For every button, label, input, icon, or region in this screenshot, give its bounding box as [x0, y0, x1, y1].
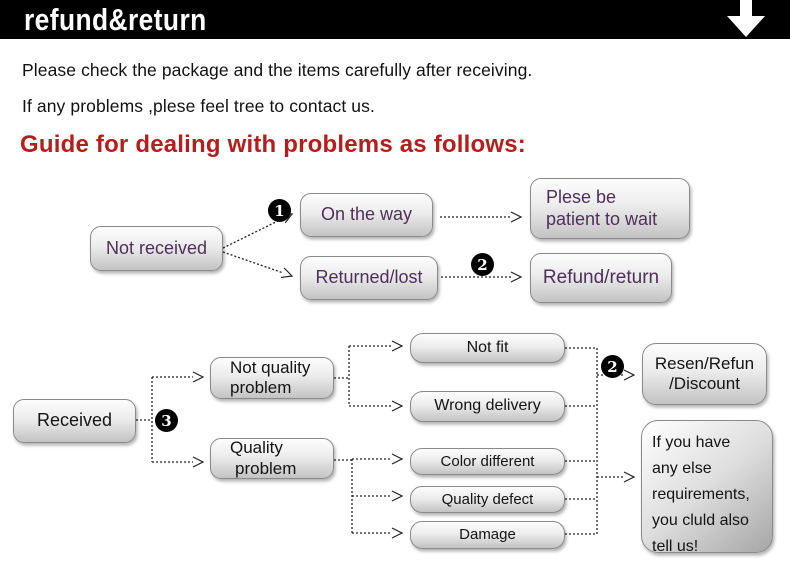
node-label-line1: Resen/Refun: [654, 353, 755, 373]
node-label: Not fit: [466, 338, 509, 356]
node-label: Returned/lost: [315, 267, 423, 288]
node-wrong-delivery: Wrong delivery: [410, 391, 565, 422]
node-label: On the way: [320, 204, 413, 225]
node-please-be-patient: Plese be patient to wait: [530, 178, 690, 239]
node-refund-return: Refund/return: [530, 253, 672, 303]
badge-2: 2: [471, 253, 494, 276]
node-label-line2: problem: [230, 378, 292, 397]
intro-line-2: If any problems ,plese feel tree to cont…: [22, 96, 375, 116]
node-label-line1: Not quality: [230, 357, 311, 377]
node-not-quality-problem: Not quality problem: [210, 357, 334, 399]
banner: refund&return: [0, 0, 790, 39]
node-quality-problem: Quality problem: [210, 438, 334, 479]
node-label: Refund/return: [542, 266, 660, 288]
node-quality-defect: Quality defect: [410, 486, 565, 513]
badge-2b: 2: [601, 355, 624, 378]
badge-3: 3: [155, 409, 178, 432]
guide-heading: Guide for dealing with problems as follo…: [20, 131, 526, 158]
node-label: Not received: [105, 237, 208, 258]
note-line1: If you have: [652, 434, 731, 451]
node-resend-refund-discount: Resen/Refun /Discount: [642, 343, 767, 405]
node-received: Received: [13, 399, 136, 443]
connector-lines: [136, 211, 636, 539]
node-note-any-else-requirements: If you have any else requirements, you c…: [641, 420, 773, 555]
node-not-received: Not received: [90, 226, 223, 271]
node-on-the-way: On the way: [300, 193, 433, 237]
node-damage: Damage: [410, 521, 565, 549]
node-not-fit: Not fit: [410, 333, 565, 363]
node-label: Wrong delivery: [434, 397, 541, 415]
intro-line-1: Please check the package and the items c…: [22, 60, 533, 80]
node-label-line1: Quality: [230, 438, 283, 458]
node-label: Damage: [459, 526, 516, 544]
note-line2: any else: [652, 460, 712, 477]
node-returned-lost: Returned/lost: [300, 256, 438, 300]
badge-1: 1: [268, 199, 291, 222]
note-line4: you cluld also: [652, 512, 749, 529]
note-line5: tell us!: [652, 538, 699, 555]
banner-title: refund&return: [24, 2, 207, 37]
node-color-different: Color different: [410, 448, 565, 475]
node-label-line2: /Discount: [669, 374, 740, 393]
note-line3: requirements,: [652, 486, 750, 503]
node-label-line2: problem: [235, 458, 297, 478]
down-arrow-icon: [727, 0, 765, 37]
node-label: Color different: [440, 452, 535, 470]
node-label-line1: Plese be: [546, 187, 617, 208]
node-label: Quality defect: [441, 490, 534, 508]
node-label-line2: patient to wait: [546, 208, 658, 229]
node-label: Received: [36, 410, 113, 431]
